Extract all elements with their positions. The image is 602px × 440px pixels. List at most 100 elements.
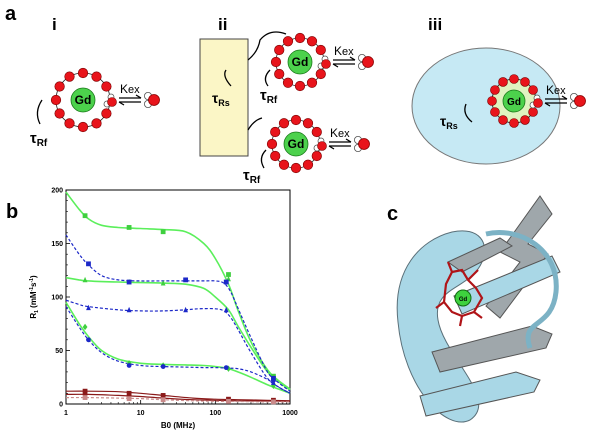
- ligand-atom: [101, 108, 112, 119]
- data-point-green-triangle: [82, 276, 88, 283]
- ligand-atom: [290, 162, 302, 174]
- exchange-arrow-forward: [333, 56, 356, 61]
- y-tick-label: 0: [59, 402, 63, 409]
- data-point-blue-triangle: [126, 306, 132, 313]
- beta-strand-4: [419, 371, 541, 417]
- beta-strand-5: [447, 237, 513, 273]
- panel-label-c: c: [387, 203, 398, 225]
- kex-label: Kex: [120, 82, 140, 96]
- oxygen-atom: [358, 138, 370, 150]
- ligand-atom: [91, 118, 102, 129]
- gd-ion-sphere: [454, 289, 472, 307]
- x-tick-label: 1: [64, 410, 68, 417]
- ligand-atom: [278, 159, 290, 170]
- ligand-atom: [270, 126, 281, 138]
- ligand-atom: [54, 81, 65, 92]
- ligand-atom: [306, 77, 318, 88]
- ligand-atom: [311, 126, 322, 138]
- oxygen-atom: [148, 94, 160, 106]
- macromolecule-ellipse: [411, 47, 561, 165]
- exchange-arrow-back: [118, 101, 141, 106]
- kex-label: Kex: [334, 44, 354, 58]
- x-tick-label: 100: [209, 410, 221, 417]
- data-point-blue-circle: [86, 337, 91, 343]
- exchange-arrow-forward: [545, 95, 568, 100]
- ligand-atom: [315, 44, 326, 56]
- rotation-arrow-rs-ii: [224, 69, 232, 87]
- ligand-atom: [77, 67, 89, 79]
- y-tick-label: 100: [51, 295, 63, 302]
- data-point-dark_red-square: [160, 393, 166, 398]
- ligand-atom: [509, 74, 519, 84]
- data-point-light_red-square: [271, 399, 276, 405]
- ligand-atom: [274, 68, 285, 80]
- ligand-atom: [294, 32, 306, 44]
- gd-ion-label: Gd: [459, 297, 468, 303]
- gd-ion: [283, 131, 309, 157]
- ligand-atom: [77, 121, 89, 133]
- ligand-atom: [64, 71, 75, 82]
- kex-label: Kex: [546, 83, 566, 97]
- protein-ribbon: Gd: [396, 195, 561, 423]
- series-line-light_red-square: [65, 396, 290, 403]
- slow-rotation-box: [199, 38, 249, 157]
- gd-label: Gd: [507, 97, 521, 108]
- bound-water-o: [107, 97, 117, 107]
- ligand-atom: [50, 94, 62, 106]
- x-axis-label: B0 (MHz): [161, 421, 196, 430]
- bound-water-o: [321, 59, 331, 69]
- gd-label: Gd: [75, 93, 92, 107]
- tau-rf-label: τRf: [243, 167, 261, 186]
- rotation-arrow-rf: [36, 99, 43, 125]
- ligand-atom: [64, 118, 75, 129]
- subpanel-label-ii: ii: [218, 15, 227, 34]
- series-line-blue-circle: [65, 306, 291, 394]
- exchange-arrow-forward: [329, 138, 352, 143]
- beta-strand-3: [431, 325, 553, 373]
- data-point-blue-square: [126, 279, 132, 285]
- ligand-atom: [270, 56, 282, 68]
- y-axis-label: R1 (mM-1s-1): [29, 275, 40, 319]
- series-line-dark_red-square: [65, 390, 291, 402]
- data-point-blue-square: [183, 277, 189, 283]
- panel-label-a: a: [5, 3, 17, 25]
- data-point-green-square: [226, 272, 231, 277]
- exchange-arrow-back: [328, 145, 351, 150]
- data-point-dark_red-square: [82, 388, 88, 394]
- ligand-atom: [306, 36, 318, 47]
- data-point-light_red-square: [160, 397, 166, 403]
- chelate-sticks: [435, 261, 484, 327]
- ligand-atom: [528, 107, 538, 117]
- data-point-green-diamond: [82, 323, 88, 331]
- ligand-atom: [278, 118, 290, 129]
- ligand-atom: [294, 80, 306, 92]
- ligand-atom: [498, 77, 508, 87]
- exchange-arrow-back: [544, 102, 567, 107]
- ribbon-coil: [485, 230, 559, 349]
- data-point-light_red-square: [226, 398, 231, 404]
- subpanel-label-iii: iii: [428, 15, 442, 34]
- tau-rf-label: τRf: [30, 130, 48, 149]
- ligand-atom: [282, 77, 294, 88]
- tau-rs-label-iii: τRs: [440, 113, 458, 131]
- kex-label: Kex: [330, 126, 350, 140]
- tether-line-lower: [247, 117, 263, 131]
- series-line-green-triangle: [65, 276, 291, 391]
- complex-free: Gd Kex τRf: [30, 67, 160, 149]
- x-tick-label: 1000: [282, 410, 298, 417]
- panel-label-b: b: [6, 201, 18, 223]
- oxygen-atom: [362, 56, 374, 68]
- ligand-atom: [91, 71, 102, 82]
- ligand-atom: [509, 118, 519, 128]
- tau-rf-label: τRf: [260, 87, 278, 106]
- data-point-dark_red-square: [126, 390, 132, 396]
- ligand-atom: [315, 68, 326, 80]
- ligand-atom: [54, 108, 65, 119]
- ligand-atom: [274, 44, 285, 56]
- data-point-blue-circle: [126, 363, 132, 368]
- ligand-atom: [311, 150, 322, 162]
- data-point-blue-circle: [271, 378, 276, 383]
- bound-water-o: [533, 98, 543, 108]
